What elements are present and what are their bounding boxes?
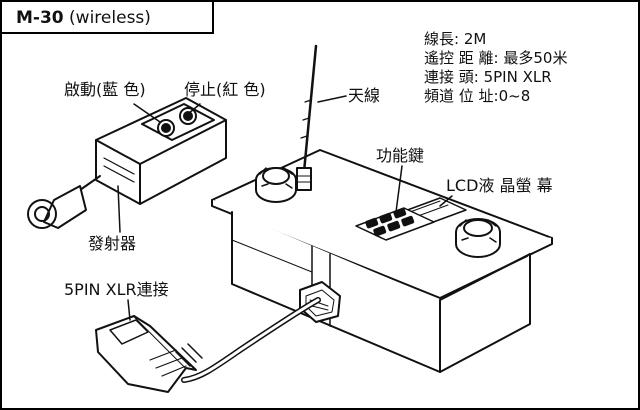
label-start-button: 啟動(藍 色) — [64, 80, 146, 99]
model-suffix: (wireless) — [69, 8, 151, 28]
model-title: M-30 (wireless) — [16, 8, 151, 28]
remote-transmitter — [27, 97, 227, 229]
right-knob — [455, 218, 501, 258]
spec-remote-range: 遙控 距 離: 最多50米 — [424, 49, 568, 67]
antenna — [296, 44, 318, 191]
label-function-keys: 功能鍵 — [376, 146, 425, 165]
leader-lines — [117, 95, 453, 321]
label-transmitter: 發射器 — [88, 234, 137, 253]
left-knob — [255, 167, 297, 203]
label-antenna: 天線 — [348, 86, 381, 105]
label-xlr-connector: 5PIN XLR連接 — [64, 280, 169, 299]
function-keys — [355, 207, 435, 241]
spec-connector: 連接 頭: 5PIN XLR — [424, 68, 552, 86]
spec-cable-length: 線長: 2M — [424, 30, 487, 48]
title-box: M-30 (wireless) — [2, 2, 214, 34]
spec-channel-address: 頻道 位 址:0~8 — [424, 87, 531, 105]
model-name: M-30 — [16, 8, 64, 28]
label-stop-button: 停止(紅 色) — [184, 80, 266, 99]
xlr-cable — [95, 297, 321, 393]
label-lcd-screen: LCD液 晶螢 幕 — [446, 176, 553, 195]
